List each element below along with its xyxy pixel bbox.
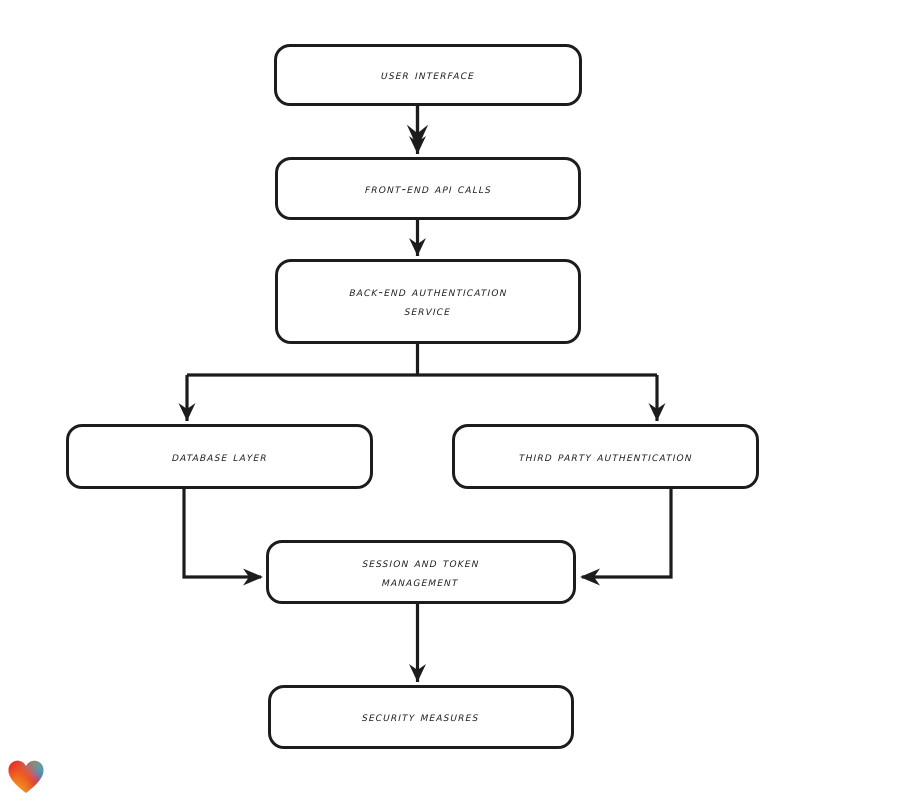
edge-third-party-auth-to-session-token	[582, 489, 673, 579]
edge-database-layer-to-session-token	[182, 489, 261, 579]
node-third-party-auth[interactable]: Third Party Authentication	[452, 424, 759, 489]
node-session-token-label: Session and Token Management	[362, 554, 481, 589]
node-database-layer-label: Database Layer	[171, 448, 268, 464]
node-session-token[interactable]: Session and Token Management	[266, 540, 576, 604]
node-backend-auth[interactable]: Back-End Authentication Service	[275, 259, 581, 344]
node-third-party-auth-label: Third Party Authentication	[518, 448, 693, 464]
node-database-layer[interactable]: Database Layer	[66, 424, 373, 489]
node-user-interface[interactable]: User Interface	[274, 44, 582, 106]
edge-user-interface-arrowhead	[409, 136, 426, 154]
edge-security-arrowhead	[409, 664, 426, 682]
edge-frontend-api-arrowhead	[409, 238, 426, 256]
node-backend-auth-label: Back-End Authentication Service	[349, 284, 508, 319]
node-security-label: Security Measures	[362, 709, 480, 725]
node-frontend-api[interactable]: Front-End API Calls	[275, 157, 581, 220]
edge-thirdparty-session-arrowhead	[580, 568, 600, 586]
node-user-interface-label: User Interface	[380, 67, 476, 83]
edge-database-layer-arrowhead	[178, 403, 196, 421]
heart-icon	[8, 760, 44, 793]
node-frontend-api-label: Front-End API Calls	[364, 180, 492, 196]
edge-database-session-arrowhead	[243, 568, 263, 586]
edge-third-party-auth-arrowhead	[648, 403, 666, 421]
node-security[interactable]: Security Measures	[268, 685, 574, 749]
